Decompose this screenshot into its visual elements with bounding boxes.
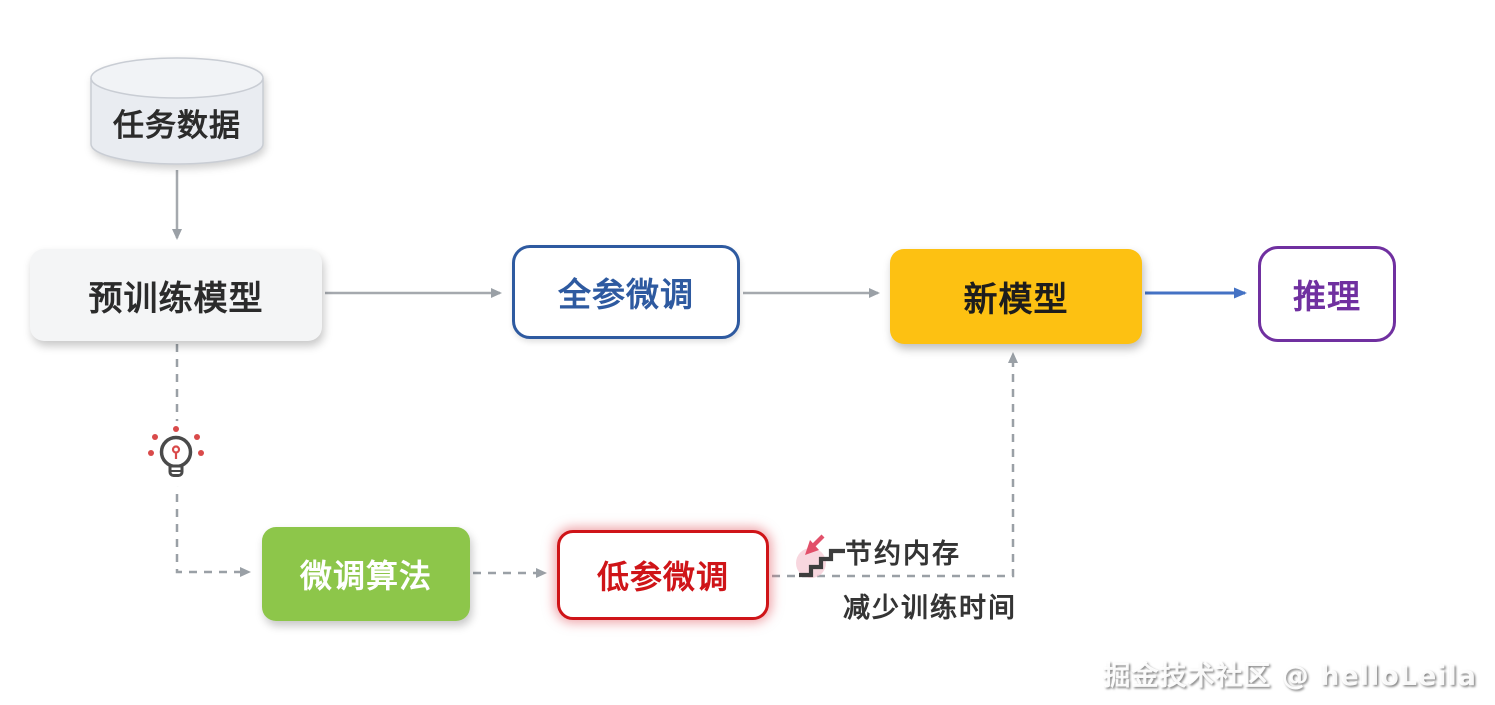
node-new-model-label: 新模型 [963, 280, 1069, 320]
node-low-param-finetune: 低参微调 [557, 530, 769, 620]
stairs-decrease-icon [793, 527, 851, 587]
node-low-param-finetune-label: 低参微调 [596, 558, 729, 596]
node-inference-label: 推理 [1293, 277, 1361, 316]
cylinder-shape [90, 57, 264, 165]
node-full-param-finetune-label: 全参微调 [558, 275, 694, 314]
watermark: 掘金技术社区 @ helloLeila [1103, 661, 1477, 692]
node-task-data: 任务数据 [88, 56, 266, 168]
node-finetune-algorithm: 微调算法 [262, 527, 470, 621]
node-inference: 推理 [1258, 246, 1396, 342]
node-new-model: 新模型 [890, 249, 1142, 344]
lightbulb-idea-icon [142, 420, 210, 492]
annotation-save-memory: 节约内存 [845, 539, 961, 570]
node-full-param-finetune: 全参微调 [512, 245, 740, 339]
node-pretrained-model: 预训练模型 [30, 249, 322, 341]
node-task-data-label: 任务数据 [113, 108, 241, 144]
node-finetune-algorithm-label: 微调算法 [299, 557, 432, 595]
node-pretrained-model-label: 预训练模型 [88, 278, 264, 319]
annotation-reduce-training-time: 减少训练时间 [843, 593, 1017, 624]
connector-pretrained-to-algorithm-dashed [175, 344, 251, 577]
connector-lowparam-to-newmodel-dashed [772, 352, 1018, 578]
